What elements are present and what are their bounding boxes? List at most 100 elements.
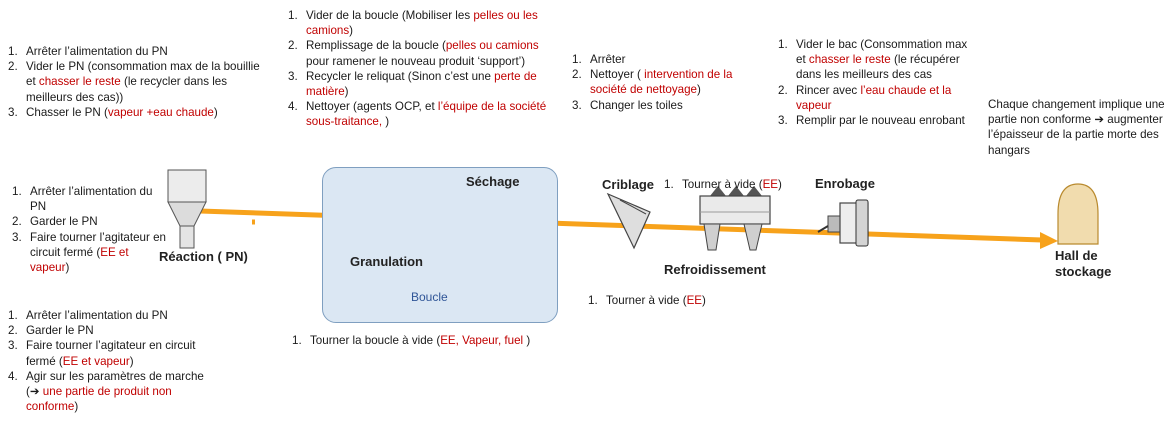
step-item: 3. Changer les toiles [572, 98, 768, 113]
step-number: 1. [664, 178, 674, 191]
boucle-group [322, 167, 558, 323]
step-item: 1. Arrêter l’alimentation du PN [8, 308, 206, 323]
step-text-highlight: EE [762, 178, 779, 191]
step-text-highlight: chasser le reste [808, 53, 891, 67]
step-text: ) [65, 261, 70, 275]
step-number: 3. [8, 105, 18, 119]
step-item: 2. Garder le PN [12, 214, 168, 229]
screen-icon [606, 192, 651, 250]
step-number: 1. [588, 294, 598, 307]
step-text: ) [697, 83, 701, 97]
step-item: 2.Remplissage de la boucle (pelles ou ca… [288, 38, 563, 68]
note-text: Chaque changement implique une partie no… [988, 98, 1165, 157]
step-text: Garder le PN [26, 324, 94, 338]
hall-label: Hall de stockage [1055, 248, 1112, 279]
step-text: ) [344, 85, 349, 99]
step-text: Arrêter [590, 53, 626, 66]
step-text: Tourner à vide ( [682, 178, 763, 191]
step-text-highlight: intervention de la société de nettoyage [590, 68, 733, 97]
step-item: 1.Vider de la boucle (Mobiliser les pell… [288, 8, 563, 38]
criblage-top-steps: 1. Arrêter 2. Nettoyer ( intervention de la… [572, 52, 768, 113]
step-text: Rincer avec [796, 83, 861, 97]
step-number: 1. [8, 45, 18, 58]
step-number: 2. [8, 60, 18, 74]
step-text: Tourner à vide ( [606, 294, 687, 307]
step-text: ) [74, 400, 79, 414]
step-text-highlight: EE et vapeur [30, 245, 129, 275]
step-text: Arrêter l’alimentation du PN [26, 309, 168, 322]
step-text: Arrêter l’alimentation du PN [26, 45, 168, 58]
step-number: 1. [8, 309, 18, 322]
step-text: Agir sur les paramètres de marche (➔ [26, 369, 204, 399]
coating-drum-icon [817, 199, 869, 247]
step-text-highlight: pelles ou les camions [306, 9, 538, 38]
step-item: 1.Tourner la boucle à vide (EE, Vapeur, … [292, 333, 582, 348]
step-text: (le récupérer dans les meilleurs des cas [796, 53, 960, 82]
step-item: 4. Nettoyer (agents OCP, et l’équipe de l… [288, 99, 563, 129]
step-number: 4. [288, 100, 298, 114]
step-item: 2. Vider le PN (consommation max de la bo… [8, 59, 260, 105]
step-number: 3. [572, 98, 582, 112]
boucle-top-steps: 1.Vider de la boucle (Mobiliser les pell… [288, 8, 563, 130]
step-text: Vider le PN (consommation max de la boui… [26, 60, 260, 89]
step-number: 1. [778, 38, 788, 51]
step-item: 4. Agir sur les paramètres de marche (➔ u… [8, 369, 206, 415]
step-text: ) [382, 115, 390, 129]
step-number: 1. [292, 334, 302, 347]
step-text: Nettoyer (agents OCP, et [306, 100, 438, 114]
enrobage-steps: 1. Vider le bac (Consommation max et chas… [778, 37, 978, 128]
step-text: ) [702, 294, 706, 307]
step-item: 3. Faire tourner l’agitateur en circuit f… [8, 338, 206, 368]
step-text: ) [129, 354, 134, 368]
step-text: Nettoyer ( [590, 68, 645, 82]
step-text: pour ramener le nouveau produit ‘support… [306, 54, 526, 68]
refroidissement-label: Refroidissement [664, 262, 766, 277]
step-item: 1. Vider le bac (Consommation max et chas… [778, 37, 978, 83]
cooler-icon [699, 186, 771, 251]
step-text: (le recycler dans les meilleurs des cas)… [26, 75, 228, 104]
step-number: 1. [572, 53, 582, 66]
step-text: Chasser le PN ( [26, 105, 108, 119]
step-text-highlight: pelles ou camions [445, 39, 539, 53]
step-text: ) [523, 334, 531, 347]
sechage-label: Séchage [466, 174, 520, 189]
step-text-highlight: l’équipe de la société sous-traitance, [306, 100, 547, 129]
step-item: 2.Garder le PN [8, 323, 206, 338]
step-text: Faire tourner l’agitateur en circuit fer… [26, 339, 196, 368]
step-text: Tourner la boucle à vide ( [310, 334, 441, 347]
step-number: 3. [8, 339, 18, 353]
step-text: Changer les toiles [590, 98, 683, 112]
refroidissement-steps: 1. Tourner à vide (EE) [664, 177, 804, 192]
step-text-highlight: une partie de produit non conforme [26, 385, 172, 414]
step-text-highlight: perte de matière [306, 69, 537, 99]
step-item: 3.Remplir par le nouveau enrobant [778, 113, 978, 128]
step-text-highlight: chasser le reste [38, 75, 121, 89]
step-text-highlight: EE et vapeur [62, 354, 130, 368]
step-number: 1. [288, 9, 298, 22]
step-item: 3.Recycler le reliquat (Sinon c’est une … [288, 69, 563, 99]
step-text: Faire tourner l’agitateur en circuit fer… [30, 230, 166, 259]
step-item: 2.Rincer avec l’eau chaude et la vapeur [778, 83, 978, 113]
step-text: Garder le PN [30, 215, 98, 229]
step-item: 3.Chasser le PN (vapeur +eau chaude) [8, 105, 260, 120]
step-text: ) [778, 178, 782, 191]
step-number: 2. [288, 39, 298, 53]
enrobage-label: Enrobage [815, 176, 875, 191]
boucle-label: Boucle [411, 290, 448, 304]
criblage-bottom-steps: 1. Tourner à vide (EE) [588, 293, 748, 308]
step-text-highlight: vapeur +eau chaude [107, 105, 214, 119]
step-text-highlight: EE [686, 294, 703, 307]
step-number: 2. [572, 68, 582, 82]
step-item: 1. Arrêter [572, 52, 768, 67]
step-item: 1.Arrêter l’alimentation du PN [12, 184, 168, 214]
step-text: Vider le bac (Consommation max et [796, 38, 968, 67]
step-number: 4. [8, 369, 18, 383]
reaction-label: Réaction ( PN) [159, 249, 248, 264]
step-text-highlight: l’eau chaude et la vapeur [796, 83, 952, 112]
step-number: 2. [12, 215, 22, 229]
criblage-label: Criblage [602, 177, 655, 192]
step-item: 2. Nettoyer ( intervention de la société … [572, 67, 768, 97]
step-text: Recycler le reliquat (Sinon c’est une [306, 69, 495, 83]
